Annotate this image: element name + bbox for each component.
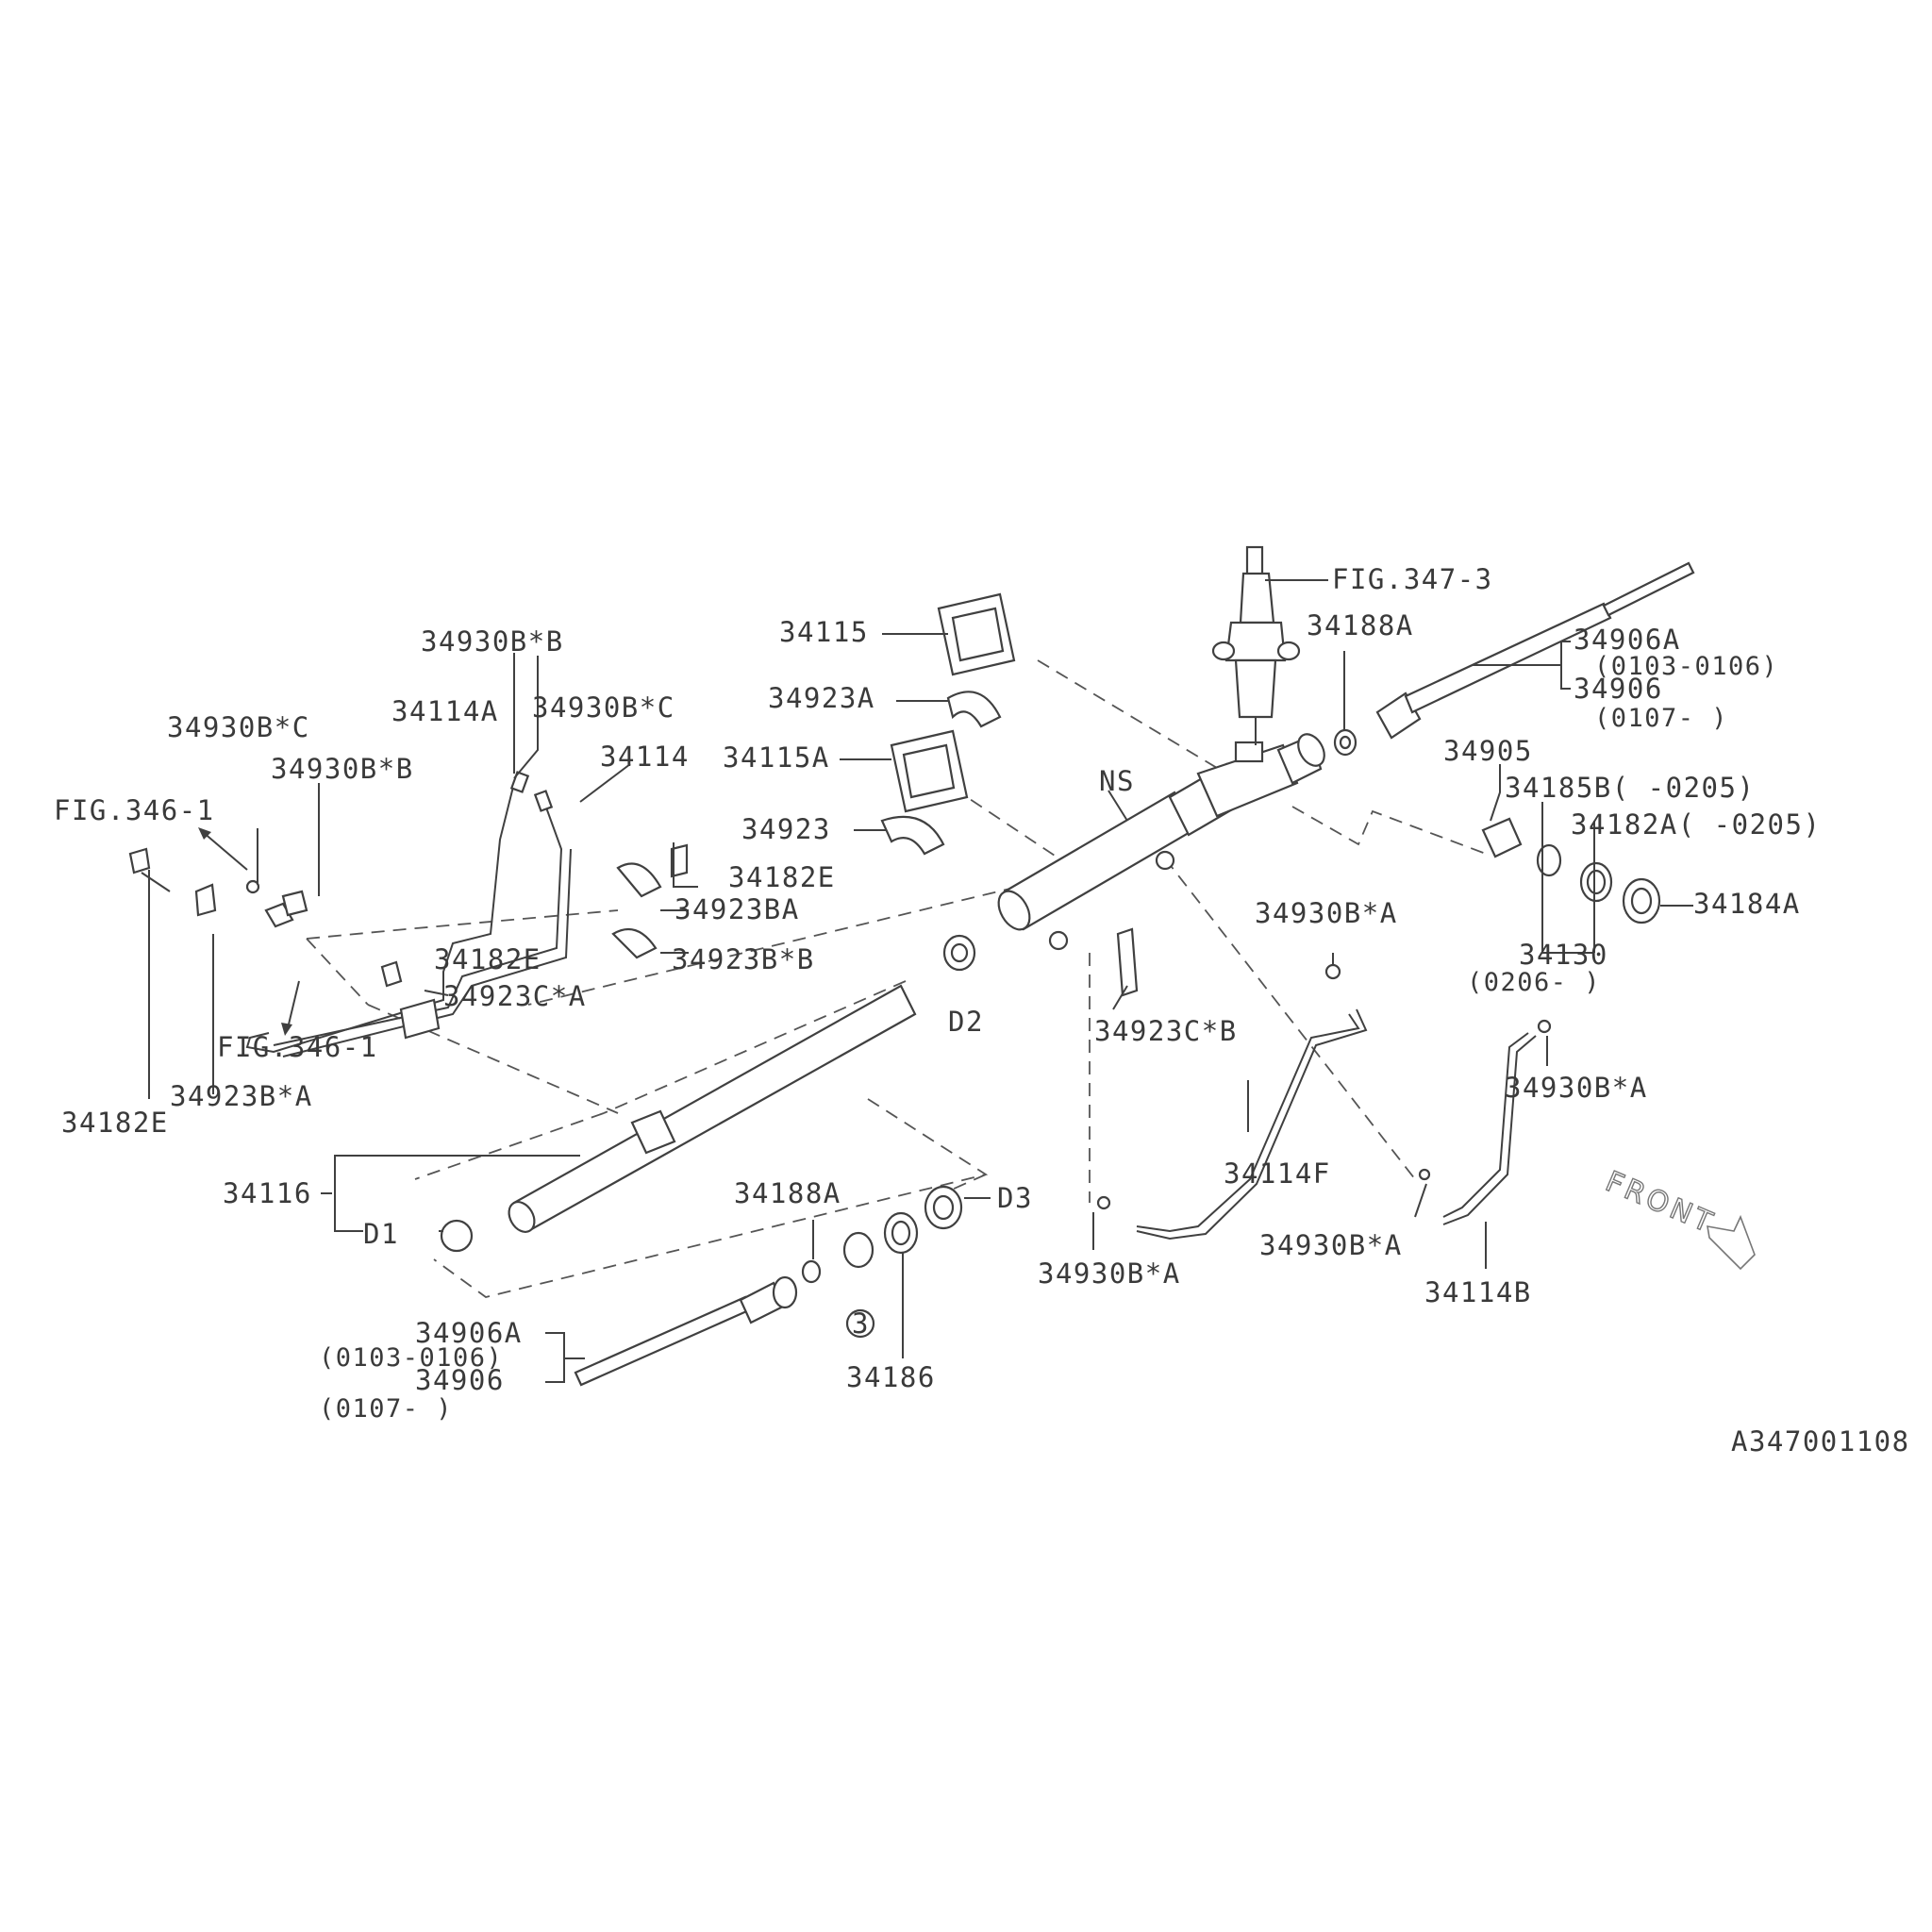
pressure-pipes (245, 771, 1537, 1241)
label-34114f: 34114F (1224, 1158, 1331, 1190)
fig-arrows (198, 827, 300, 1036)
label-34115a: 34115A (723, 741, 830, 774)
label-0103-0106-top: (0103-0106) (1594, 652, 1778, 681)
mount-brackets (880, 592, 1016, 856)
part-labels: FIG.347-3 34115 34923A 34115A 34923 NS 3… (54, 563, 1821, 1424)
label-34114: 34114 (600, 741, 690, 773)
label-34930bc-left: 34930B*C (167, 711, 310, 743)
label-34182e-left: 34182E (61, 1107, 169, 1139)
label-34188a-low: 34188A (734, 1177, 841, 1209)
label-34184a: 34184A (1693, 888, 1801, 920)
pinion-valve-assembly (1211, 545, 1301, 745)
label-34930bc-right: 34930B*C (532, 691, 675, 724)
label-34930ba-3: 34930B*A (1259, 1229, 1403, 1261)
label-circle-3: 3 (852, 1307, 870, 1340)
label-ns: NS (1099, 765, 1135, 797)
label-fig346-1-low: FIG.346-1 (217, 1031, 378, 1063)
label-34923cb: 34923C*B (1094, 1015, 1238, 1047)
tie-rod-right (1333, 561, 1695, 757)
label-34923ca: 34923C*A (443, 980, 587, 1012)
label-0206: (0206- ) (1467, 968, 1601, 997)
front-arrow: FRONT (1600, 1164, 1756, 1271)
label-34182e-low: 34182E (434, 943, 541, 975)
label-fig346-1-top: FIG.346-1 (54, 794, 215, 826)
label-34115: 34115 (779, 616, 869, 648)
label-d1: D1 (363, 1218, 399, 1250)
label-34185b: 34185B( -0205) (1505, 772, 1755, 804)
label-34906-top: 34906 (1574, 673, 1663, 705)
label-d2: D2 (948, 1006, 984, 1038)
label-34923: 34923 (741, 813, 831, 845)
label-fig347-3: FIG.347-3 (1332, 563, 1493, 595)
label-0103-0106-low: (0103-0106) (319, 1343, 503, 1373)
label-34923b-a: 34923B*A (170, 1080, 313, 1112)
label-34186: 34186 (846, 1361, 936, 1393)
label-34114b: 34114B (1424, 1276, 1532, 1308)
left-fasteners (128, 843, 1552, 1210)
label-34930bb-mid: 34930B*B (271, 753, 414, 785)
label-34923a: 34923A (768, 682, 875, 714)
leader-lines (148, 579, 1693, 1383)
label-34116: 34116 (223, 1177, 312, 1209)
label-34906-low: 34906 (415, 1364, 505, 1396)
label-34930bb-top: 34930B*B (421, 625, 564, 658)
label-34906a-low: 34906A (415, 1317, 523, 1349)
label-34905: 34905 (1443, 735, 1533, 767)
label-34930ba-2: 34930B*A (1505, 1072, 1648, 1104)
diagram-id: A347001108 (1731, 1425, 1910, 1457)
front-text: FRONT (1601, 1165, 1720, 1241)
steering-rack-housing (997, 733, 1325, 951)
label-0107-top: (0107- ) (1594, 704, 1728, 733)
tie-rod-left (574, 1275, 798, 1387)
label-34182a: 34182A( -0205) (1571, 808, 1821, 841)
label-34930ba-1: 34930B*A (1255, 897, 1398, 929)
label-34188a-top: 34188A (1307, 609, 1414, 641)
lower-small-parts (801, 1185, 963, 1339)
label-0107-low: (0107- ) (319, 1394, 453, 1424)
label-34182e-mid: 34182E (728, 861, 836, 893)
label-34923ba: 34923BA (675, 893, 800, 925)
label-d3: D3 (997, 1182, 1033, 1214)
label-34923bb: 34923B*B (672, 943, 815, 975)
label-34930ba-4: 34930B*A (1038, 1257, 1181, 1290)
outer-tube (440, 934, 976, 1253)
label-34906a-top: 34906A (1574, 624, 1681, 656)
label-34114a: 34114A (391, 695, 499, 727)
label-34130: 34130 (1519, 939, 1608, 971)
